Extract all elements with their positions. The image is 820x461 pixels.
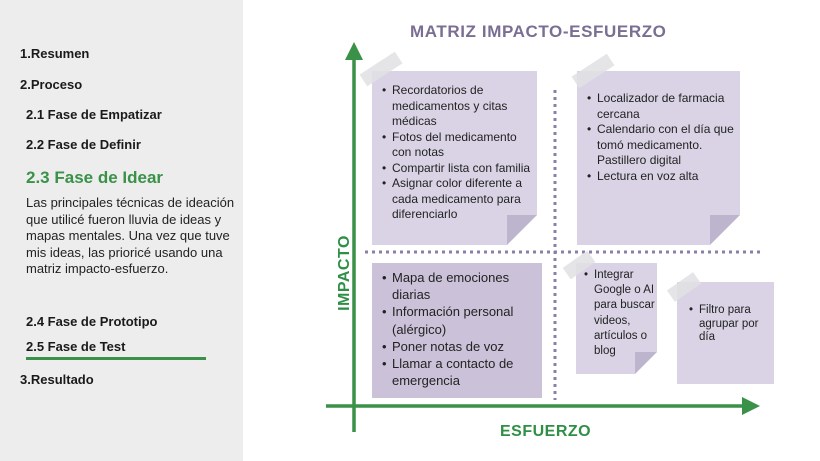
- note-item: Asignar color diferente a cada medicamen…: [382, 176, 531, 223]
- x-axis-label: ESFUERZO: [500, 423, 592, 440]
- note-item: Recordatorios de medicamentos y citas mé…: [382, 83, 531, 130]
- note-bottom-left: Mapa de emociones diarias Información pe…: [372, 263, 542, 398]
- nav-item-resumen[interactable]: 1.Resumen: [20, 46, 90, 61]
- section-description: Las principales técnicas de ideación que…: [26, 195, 235, 277]
- note-item: Llamar a contacto de emergencia: [382, 355, 536, 389]
- note-item: Lectura en voz alta: [587, 169, 734, 185]
- note-bottom-right-b: •Filtro para agrupar por día: [677, 282, 774, 384]
- nav-item-resultado[interactable]: 3.Resultado: [20, 372, 94, 387]
- nav-underline: [26, 357, 206, 360]
- note-item: Información personal (alérgico): [382, 303, 536, 337]
- nav-item-test[interactable]: 2.5 Fase de Test: [26, 339, 126, 354]
- page-curl: [710, 215, 740, 245]
- note-item: •Filtro para agrupar por día: [689, 304, 759, 343]
- note-item: Compartir lista con familia: [382, 161, 531, 177]
- page-curl: [635, 352, 657, 374]
- nav-item-empatizar[interactable]: 2.1 Fase de Empatizar: [26, 107, 162, 122]
- note-item: Localizador de farmacia cercana: [587, 91, 734, 122]
- note-item: Poner notas de voz: [382, 338, 536, 355]
- note-item: Integrar Google o AI para buscar videos,…: [584, 268, 655, 359]
- note-item: Mapa de emociones diarias: [382, 269, 536, 303]
- nav-item-prototipo[interactable]: 2.4 Fase de Prototipo: [26, 314, 158, 329]
- nav-item-proceso[interactable]: 2.Proceso: [20, 77, 83, 92]
- nav-item-definir[interactable]: 2.2 Fase de Definir: [26, 137, 141, 152]
- note-item: Fotos del medicamento con notas: [382, 130, 531, 161]
- matrix-title: MATRIZ IMPACTO-ESFUERZO: [410, 22, 667, 41]
- sidebar: 1.Resumen 2.Proceso 2.1 Fase de Empatiza…: [0, 0, 243, 461]
- nav-item-idear[interactable]: 2.3 Fase de Idear: [26, 168, 164, 187]
- note-item: Calendario con el día que tomó medicamen…: [587, 122, 734, 169]
- page-curl: [507, 215, 537, 245]
